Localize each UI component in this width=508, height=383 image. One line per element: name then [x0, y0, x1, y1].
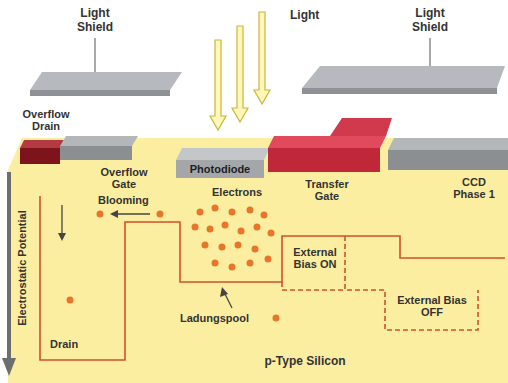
- leader-line: [430, 38, 431, 66]
- light-arrow: [254, 12, 270, 104]
- axis-shaft: [7, 172, 11, 360]
- photodiode-face: [176, 148, 270, 160]
- light-shield-face: [30, 72, 182, 90]
- electron-dot: [222, 222, 229, 229]
- overflow-gate-face: [60, 136, 138, 146]
- electrons-label: Electrons: [212, 186, 272, 198]
- drain-arrow: [61, 205, 62, 234]
- electron-dot: [229, 209, 236, 216]
- electron-dot: [268, 230, 275, 237]
- overflow-drain-label: Overflow Drain: [16, 108, 76, 132]
- electron-dot: [97, 211, 104, 218]
- overflow-gate: Overflow Gate: [56, 132, 156, 194]
- electron-dot: [229, 264, 236, 271]
- light-shield: Light Shield: [296, 4, 508, 104]
- electron-dot: [207, 226, 214, 233]
- light-shield-face: [30, 90, 170, 96]
- leader-line: [95, 38, 96, 72]
- overflow-gate-label: Overflow Gate: [96, 166, 152, 190]
- electron-dot: [252, 246, 259, 253]
- electron-dot: [67, 297, 74, 304]
- electron-dot: [238, 228, 245, 235]
- overflow-drain-face: [20, 140, 64, 148]
- electron-dot: [212, 205, 219, 212]
- electron-dot: [261, 212, 268, 219]
- electron-dot: [254, 224, 261, 231]
- light-shield-shape: [296, 4, 508, 104]
- blooming-arrow: [116, 213, 150, 214]
- light-shield: Light Shield: [28, 4, 188, 100]
- silicon-substrate-label: p-Type Silicon: [248, 354, 362, 368]
- overflow-gate-face: [60, 146, 132, 160]
- transfer-gate-label: Transfer Gate: [300, 178, 354, 202]
- ccd-phase-label: CCD Phase 1: [446, 176, 502, 200]
- electron-dot: [197, 209, 204, 216]
- electron-dot: [273, 315, 280, 322]
- light-shield-face: [302, 66, 505, 88]
- ccd-phase: CCD Phase 1: [384, 134, 508, 204]
- electron-dot: [157, 211, 164, 218]
- blooming-label: Blooming: [98, 194, 158, 206]
- transfer-gate-face: [268, 136, 386, 148]
- overflow-drain-face: [20, 148, 60, 164]
- light-shield-label: Light Shield: [70, 6, 120, 34]
- silicon-substrate-face: [8, 138, 508, 383]
- transfer-gate-face: [268, 148, 380, 172]
- axis-label: Electrostatic Potential: [15, 193, 29, 343]
- electron-dot: [265, 256, 272, 263]
- electron-dot: [247, 260, 254, 267]
- electron-dot: [235, 242, 242, 249]
- photodiode-label: Photodiode: [176, 163, 264, 175]
- electron-dot: [219, 244, 226, 251]
- light-arrow: [232, 26, 248, 122]
- photodiode: Photodiode: [172, 146, 272, 182]
- drain-label: Drain: [50, 338, 90, 350]
- light-shield-face: [302, 88, 497, 94]
- electron-dot: [192, 224, 199, 231]
- light-shield-label: Light Shield: [405, 6, 455, 34]
- light-label: Light: [290, 8, 340, 22]
- ccd-phase-face: [388, 138, 508, 150]
- photodiode-face: [176, 160, 264, 178]
- electron-dot: [202, 242, 209, 249]
- light-arrows: [210, 12, 270, 130]
- electron-dot: [212, 260, 219, 267]
- bias-on-label: External Bias ON: [287, 246, 343, 270]
- overflow-gate-shape: [56, 132, 156, 194]
- bias-off-label: External Bias OFF: [396, 294, 468, 318]
- transfer-gate: Transfer Gate: [266, 114, 394, 206]
- pool-label: Ladungspool: [180, 312, 260, 324]
- transfer-gate-face: [330, 118, 392, 136]
- electron-dot: [247, 207, 254, 214]
- ccd-phase-face: [388, 150, 508, 170]
- light-arrow: [210, 40, 226, 130]
